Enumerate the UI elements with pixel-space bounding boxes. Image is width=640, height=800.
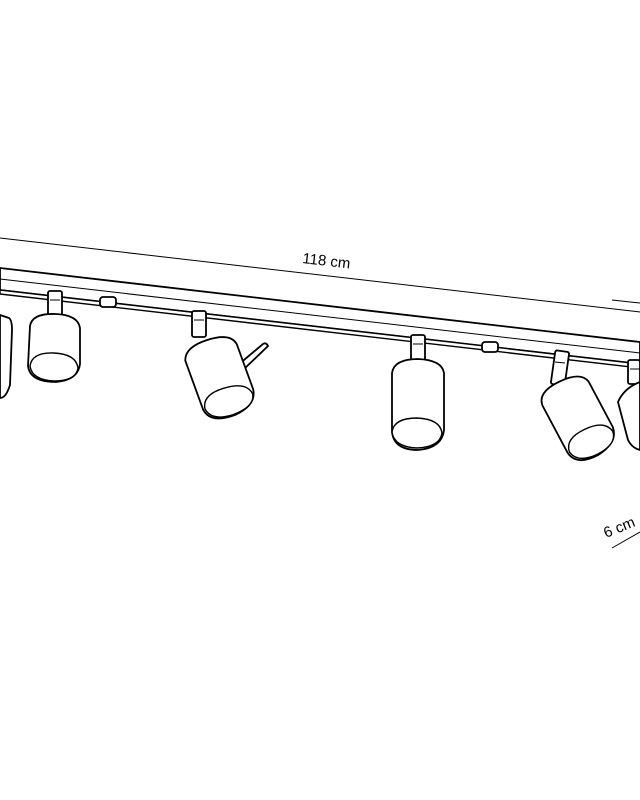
- spotlight-1: [0, 314, 13, 399]
- width-dimension-label: 6 cm: [601, 514, 638, 542]
- length-dimension-label: 118 cm: [302, 250, 352, 272]
- spotlight-2: [27, 290, 81, 383]
- spotlight-5: [540, 349, 615, 462]
- length-dimension: 118 cm: [0, 237, 640, 313]
- rail-connector-1: [99, 296, 117, 308]
- rail-connector-2: [481, 341, 499, 353]
- spotlight-3: [184, 310, 270, 420]
- spotlight-6: [617, 359, 640, 451]
- rail: [0, 267, 640, 369]
- width-dimension: 6 cm: [601, 514, 640, 549]
- spotlight-4: [391, 334, 445, 451]
